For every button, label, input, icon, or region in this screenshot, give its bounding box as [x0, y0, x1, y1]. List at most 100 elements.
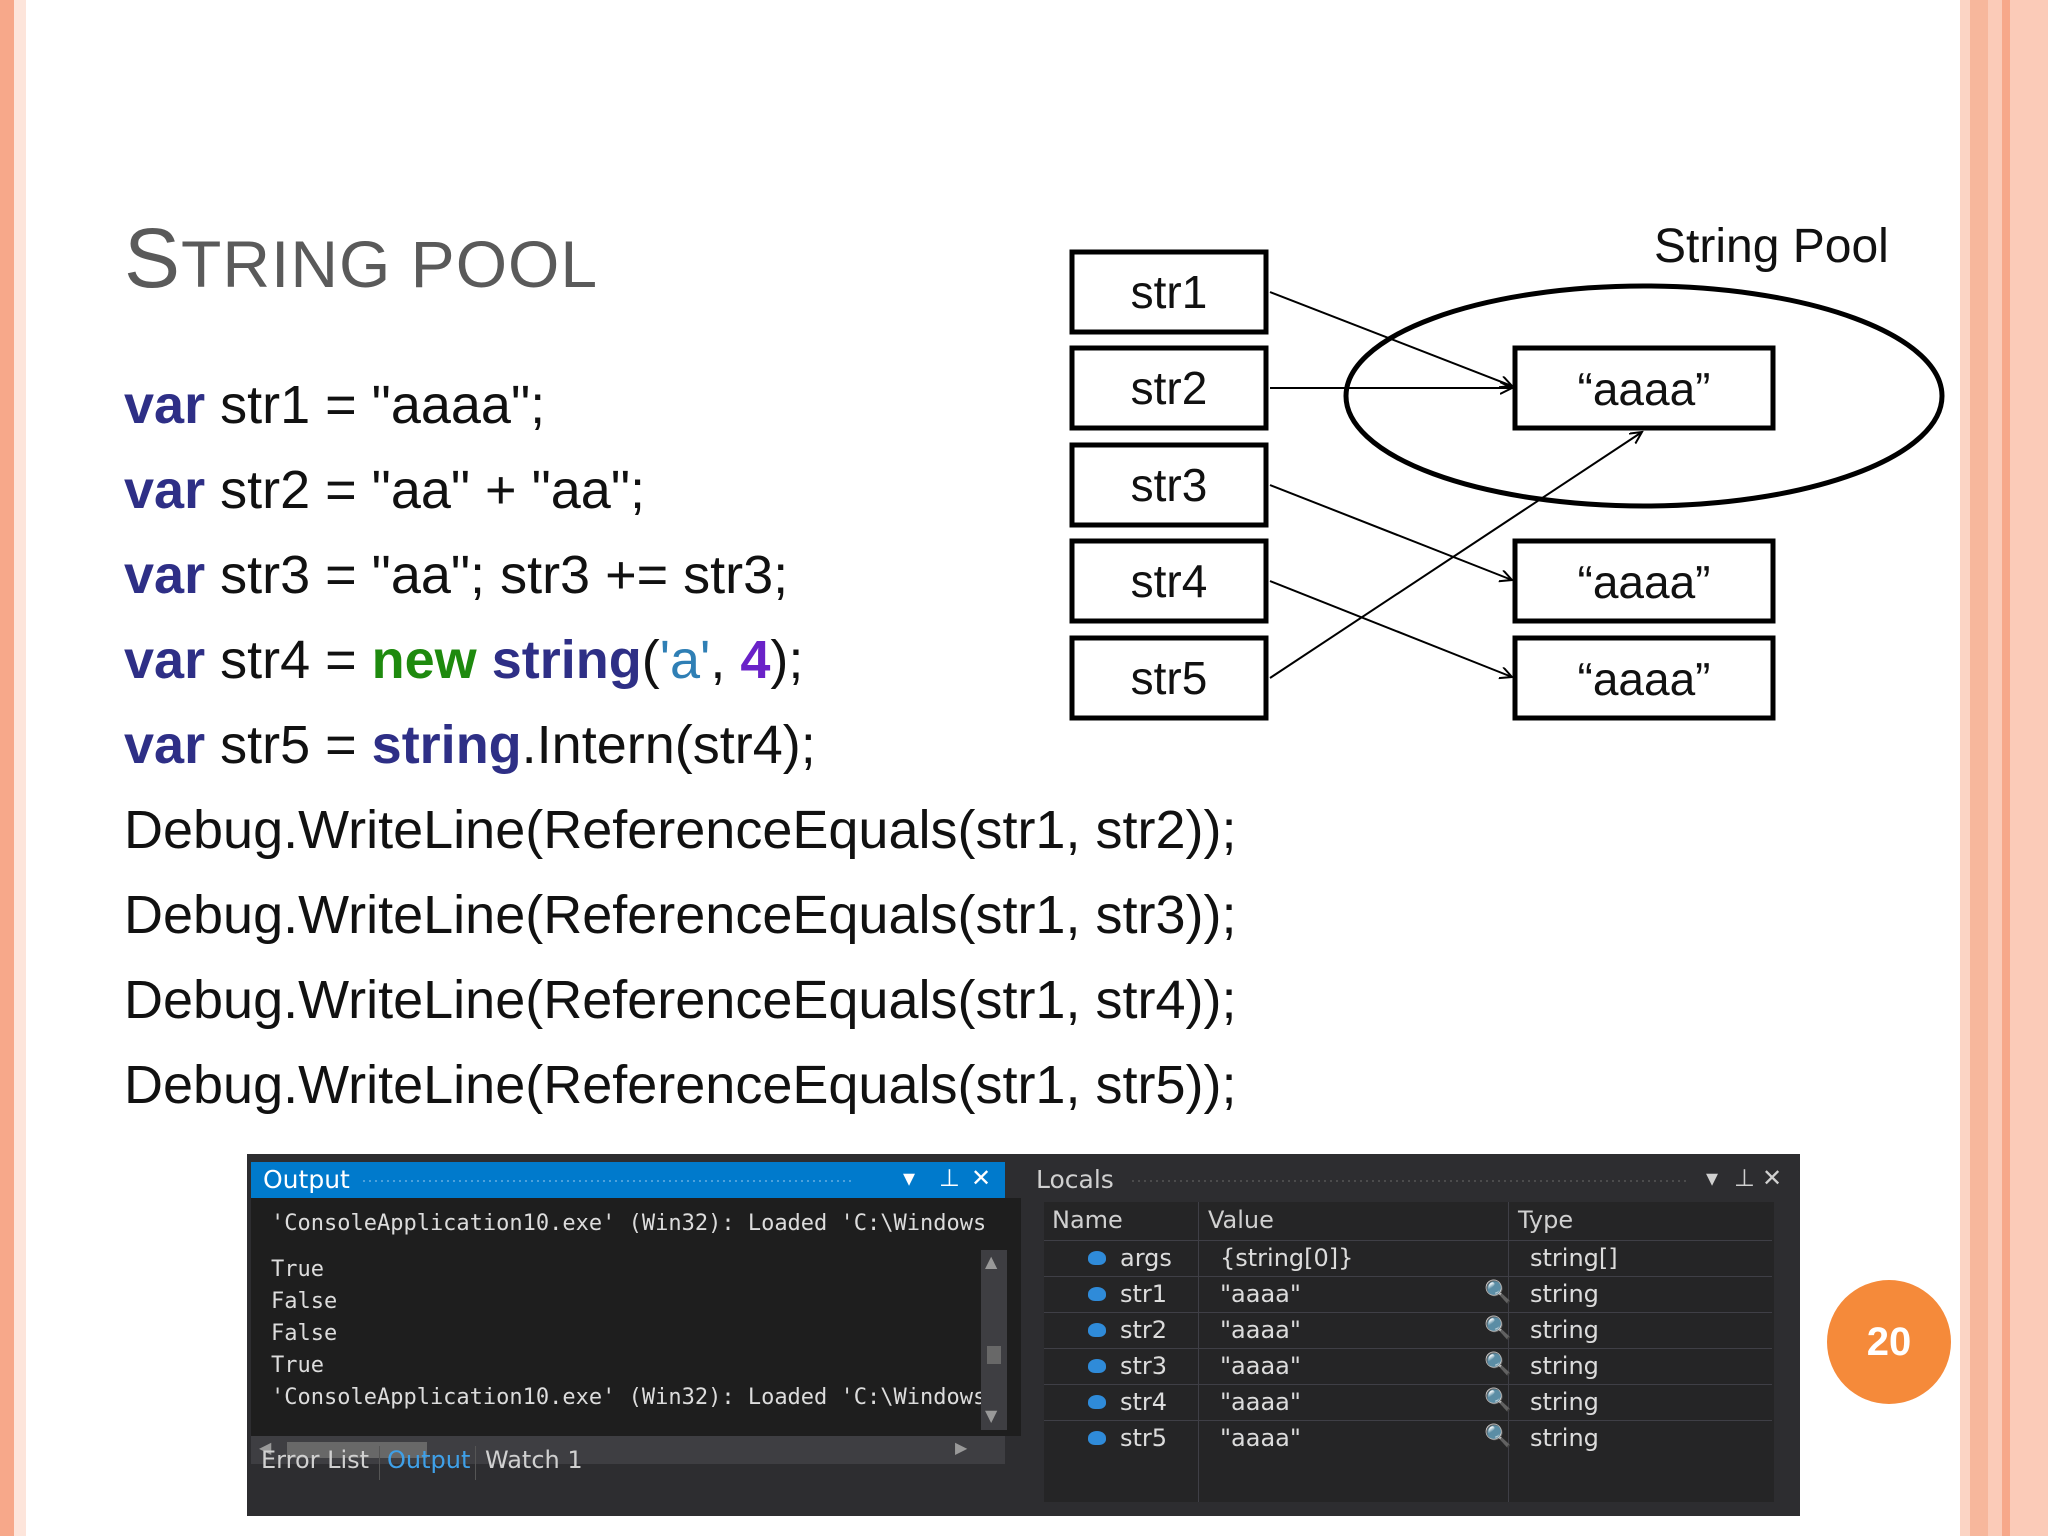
local-variable-icon	[1088, 1359, 1106, 1373]
left-border-tint	[14, 0, 26, 1536]
var-box-str5: str5	[1069, 635, 1269, 721]
output-line: 'ConsoleApplication10.exe' (Win32): Load…	[271, 1385, 987, 1410]
scroll-left-icon[interactable]: ◀	[259, 1438, 272, 1457]
output-clipped-line: 'ConsoleApplication10.exe' (Win32): Load…	[271, 1211, 987, 1236]
table-row[interactable]: str5 "aaaa" 🔍 string	[1044, 1420, 1772, 1457]
arrow-str4-to-value	[1269, 580, 1512, 677]
scroll-down-icon[interactable]: ▼	[985, 1406, 998, 1425]
code-line-3: var str3 = "aa"; str3 += str3;	[124, 545, 789, 605]
right-border-stripe-dark	[2002, 0, 2010, 1536]
svg-text:str4: str4	[1131, 555, 1208, 607]
tab-watch-1[interactable]: Watch 1	[485, 1446, 583, 1474]
arrow-str5-to-pool	[1269, 432, 1642, 679]
magnifier-dropdown-icon[interactable]: 🔍	[1484, 1352, 1512, 1377]
column-header-value[interactable]: Value	[1208, 1206, 1274, 1234]
svg-text:str1: str1	[1131, 266, 1208, 318]
arrow-str3-to-value	[1269, 484, 1512, 580]
magnifier-dropdown-icon[interactable]: 🔍	[1484, 1280, 1512, 1305]
scroll-up-icon[interactable]: ▲	[985, 1252, 998, 1271]
code-line-5: var str5 = string.Intern(str4);	[124, 715, 816, 775]
svg-text:“aaaa”: “aaaa”	[1578, 556, 1711, 608]
right-border-stripe	[1970, 0, 1988, 1536]
tab-separator	[379, 1446, 380, 1480]
output-line: False	[271, 1289, 338, 1314]
tab-separator	[475, 1446, 476, 1480]
locals-vertical-scrollbar[interactable]	[1774, 1202, 1786, 1502]
table-row[interactable]: str3 "aaaa" 🔍 string	[1044, 1348, 1772, 1385]
tab-error-list[interactable]: Error List	[261, 1446, 370, 1474]
bottom-tab-bar: Error List Output Watch 1	[251, 1442, 1031, 1482]
local-variable-icon	[1088, 1287, 1106, 1301]
output-dropdown-icon[interactable]: ▾	[903, 1164, 916, 1192]
right-border-tint	[1960, 0, 1970, 1536]
var-box-str1: str1	[1069, 249, 1269, 335]
local-variable-icon	[1088, 1395, 1106, 1409]
arrow-str1-to-pool	[1269, 291, 1512, 386]
output-vscroll-thumb[interactable]	[987, 1346, 1001, 1364]
locals-header-grip	[1130, 1178, 1690, 1184]
column-header-type[interactable]: Type	[1518, 1206, 1574, 1234]
locals-header: Locals ▾ ⊥ ✕	[1030, 1162, 1790, 1198]
table-row[interactable]: args {string[0]} string[]	[1044, 1240, 1772, 1277]
locals-pin-icon[interactable]: ⊥	[1734, 1164, 1755, 1192]
magnifier-dropdown-icon[interactable]: 🔍	[1484, 1388, 1512, 1413]
output-body: 'ConsoleApplication10.exe' (Win32): Load…	[251, 1198, 1021, 1464]
value-box-str3: “aaaa”	[1512, 538, 1776, 624]
var-box-str3: str3	[1069, 442, 1269, 528]
pool-ellipse	[1343, 283, 1945, 509]
slide-title: STRING POOL	[124, 211, 599, 305]
value-box-pooled: “aaaa”	[1512, 345, 1776, 431]
value-box-str4: “aaaa”	[1512, 635, 1776, 721]
local-variable-icon	[1088, 1323, 1106, 1337]
output-vertical-scrollbar[interactable]: ▲ ▼	[981, 1250, 1007, 1430]
code-line-7: Debug.WriteLine(ReferenceEquals(str1, st…	[124, 885, 1237, 945]
column-divider	[1508, 1202, 1509, 1502]
output-line: False	[271, 1321, 338, 1346]
svg-text:str5: str5	[1131, 652, 1208, 704]
magnifier-dropdown-icon[interactable]: 🔍	[1484, 1316, 1512, 1341]
var-box-str4: str4	[1069, 538, 1269, 624]
code-line-9: Debug.WriteLine(ReferenceEquals(str1, st…	[124, 1055, 1237, 1115]
code-line-2: var str2 = "aa" + "aa";	[124, 460, 646, 520]
code-line-4: var str4 = new string('a', 4);	[124, 630, 804, 690]
code-line-8: Debug.WriteLine(ReferenceEquals(str1, st…	[124, 970, 1237, 1030]
output-horizontal-scrollbar[interactable]: ◀ ▶	[251, 1436, 1005, 1464]
svg-text:str2: str2	[1131, 362, 1208, 414]
scroll-right-icon[interactable]: ▶	[955, 1438, 968, 1457]
table-row[interactable]: str2 "aaaa" 🔍 string	[1044, 1312, 1772, 1349]
right-border-band	[1988, 0, 2048, 1536]
svg-text:“aaaa”: “aaaa”	[1578, 653, 1711, 705]
left-border-stripe	[0, 0, 14, 1536]
string-pool-diagram: String Pool str1 str2 str3 str4 str5 “aa…	[1069, 220, 1945, 721]
code-line-1: var str1 = "aaaa";	[124, 375, 546, 435]
output-close-icon[interactable]: ✕	[971, 1164, 992, 1192]
output-line: True	[271, 1257, 324, 1282]
locals-dropdown-icon[interactable]: ▾	[1706, 1164, 1719, 1192]
column-divider	[1198, 1202, 1199, 1502]
table-row[interactable]: str1 "aaaa" 🔍 string	[1044, 1276, 1772, 1313]
output-title: Output	[263, 1165, 350, 1194]
column-header-name[interactable]: Name	[1052, 1206, 1123, 1234]
output-line: True	[271, 1353, 324, 1378]
output-header: Output ▾ ⊥ ✕	[251, 1162, 1005, 1198]
page-number-badge: 20	[1827, 1280, 1951, 1404]
magnifier-dropdown-icon[interactable]: 🔍	[1484, 1424, 1512, 1449]
pool-label: String Pool	[1654, 220, 1889, 273]
var-box-str2: str2	[1069, 345, 1269, 431]
output-pin-icon[interactable]: ⊥	[939, 1164, 960, 1192]
local-variable-icon	[1088, 1251, 1106, 1265]
code-line-6: Debug.WriteLine(ReferenceEquals(str1, st…	[124, 800, 1237, 860]
svg-text:“aaaa”: “aaaa”	[1578, 363, 1711, 415]
tab-output[interactable]: Output	[387, 1446, 471, 1474]
ide-screenshot: Output ▾ ⊥ ✕ 'ConsoleApplication10.exe' …	[247, 1154, 1800, 1516]
output-header-grip	[361, 1178, 851, 1184]
locals-panel: Locals ▾ ⊥ ✕ Name Value Type args {strin…	[1030, 1162, 1796, 1516]
output-hscroll-thumb[interactable]	[287, 1442, 427, 1458]
table-row[interactable]: str4 "aaaa" 🔍 string	[1044, 1384, 1772, 1421]
locals-table: Name Value Type args {string[0]} string[…	[1044, 1202, 1786, 1502]
locals-close-icon[interactable]: ✕	[1762, 1164, 1783, 1192]
svg-text:str3: str3	[1131, 459, 1208, 511]
locals-title: Locals	[1036, 1165, 1114, 1194]
